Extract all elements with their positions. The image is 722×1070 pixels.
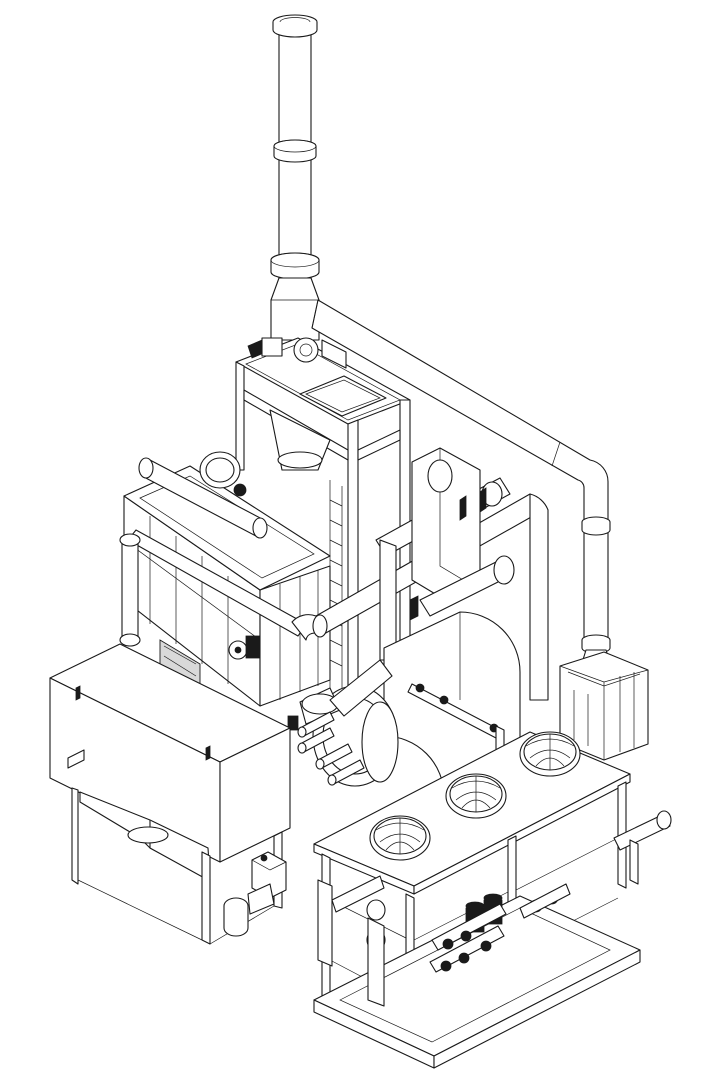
exhaust-stack: [270, 14, 320, 341]
filter-box: [559, 651, 649, 761]
storage-vessel: [383, 611, 521, 797]
pipework: [119, 447, 549, 701]
cooler-skid: [313, 731, 672, 1069]
pumps: [429, 883, 571, 973]
screw-feeder: [223, 851, 287, 937]
hopper-bin: [49, 643, 291, 945]
blower-fan: [287, 659, 399, 787]
blower-nozzles: [297, 711, 365, 786]
cooling-fans: [369, 731, 581, 861]
main-frame: [235, 337, 411, 701]
